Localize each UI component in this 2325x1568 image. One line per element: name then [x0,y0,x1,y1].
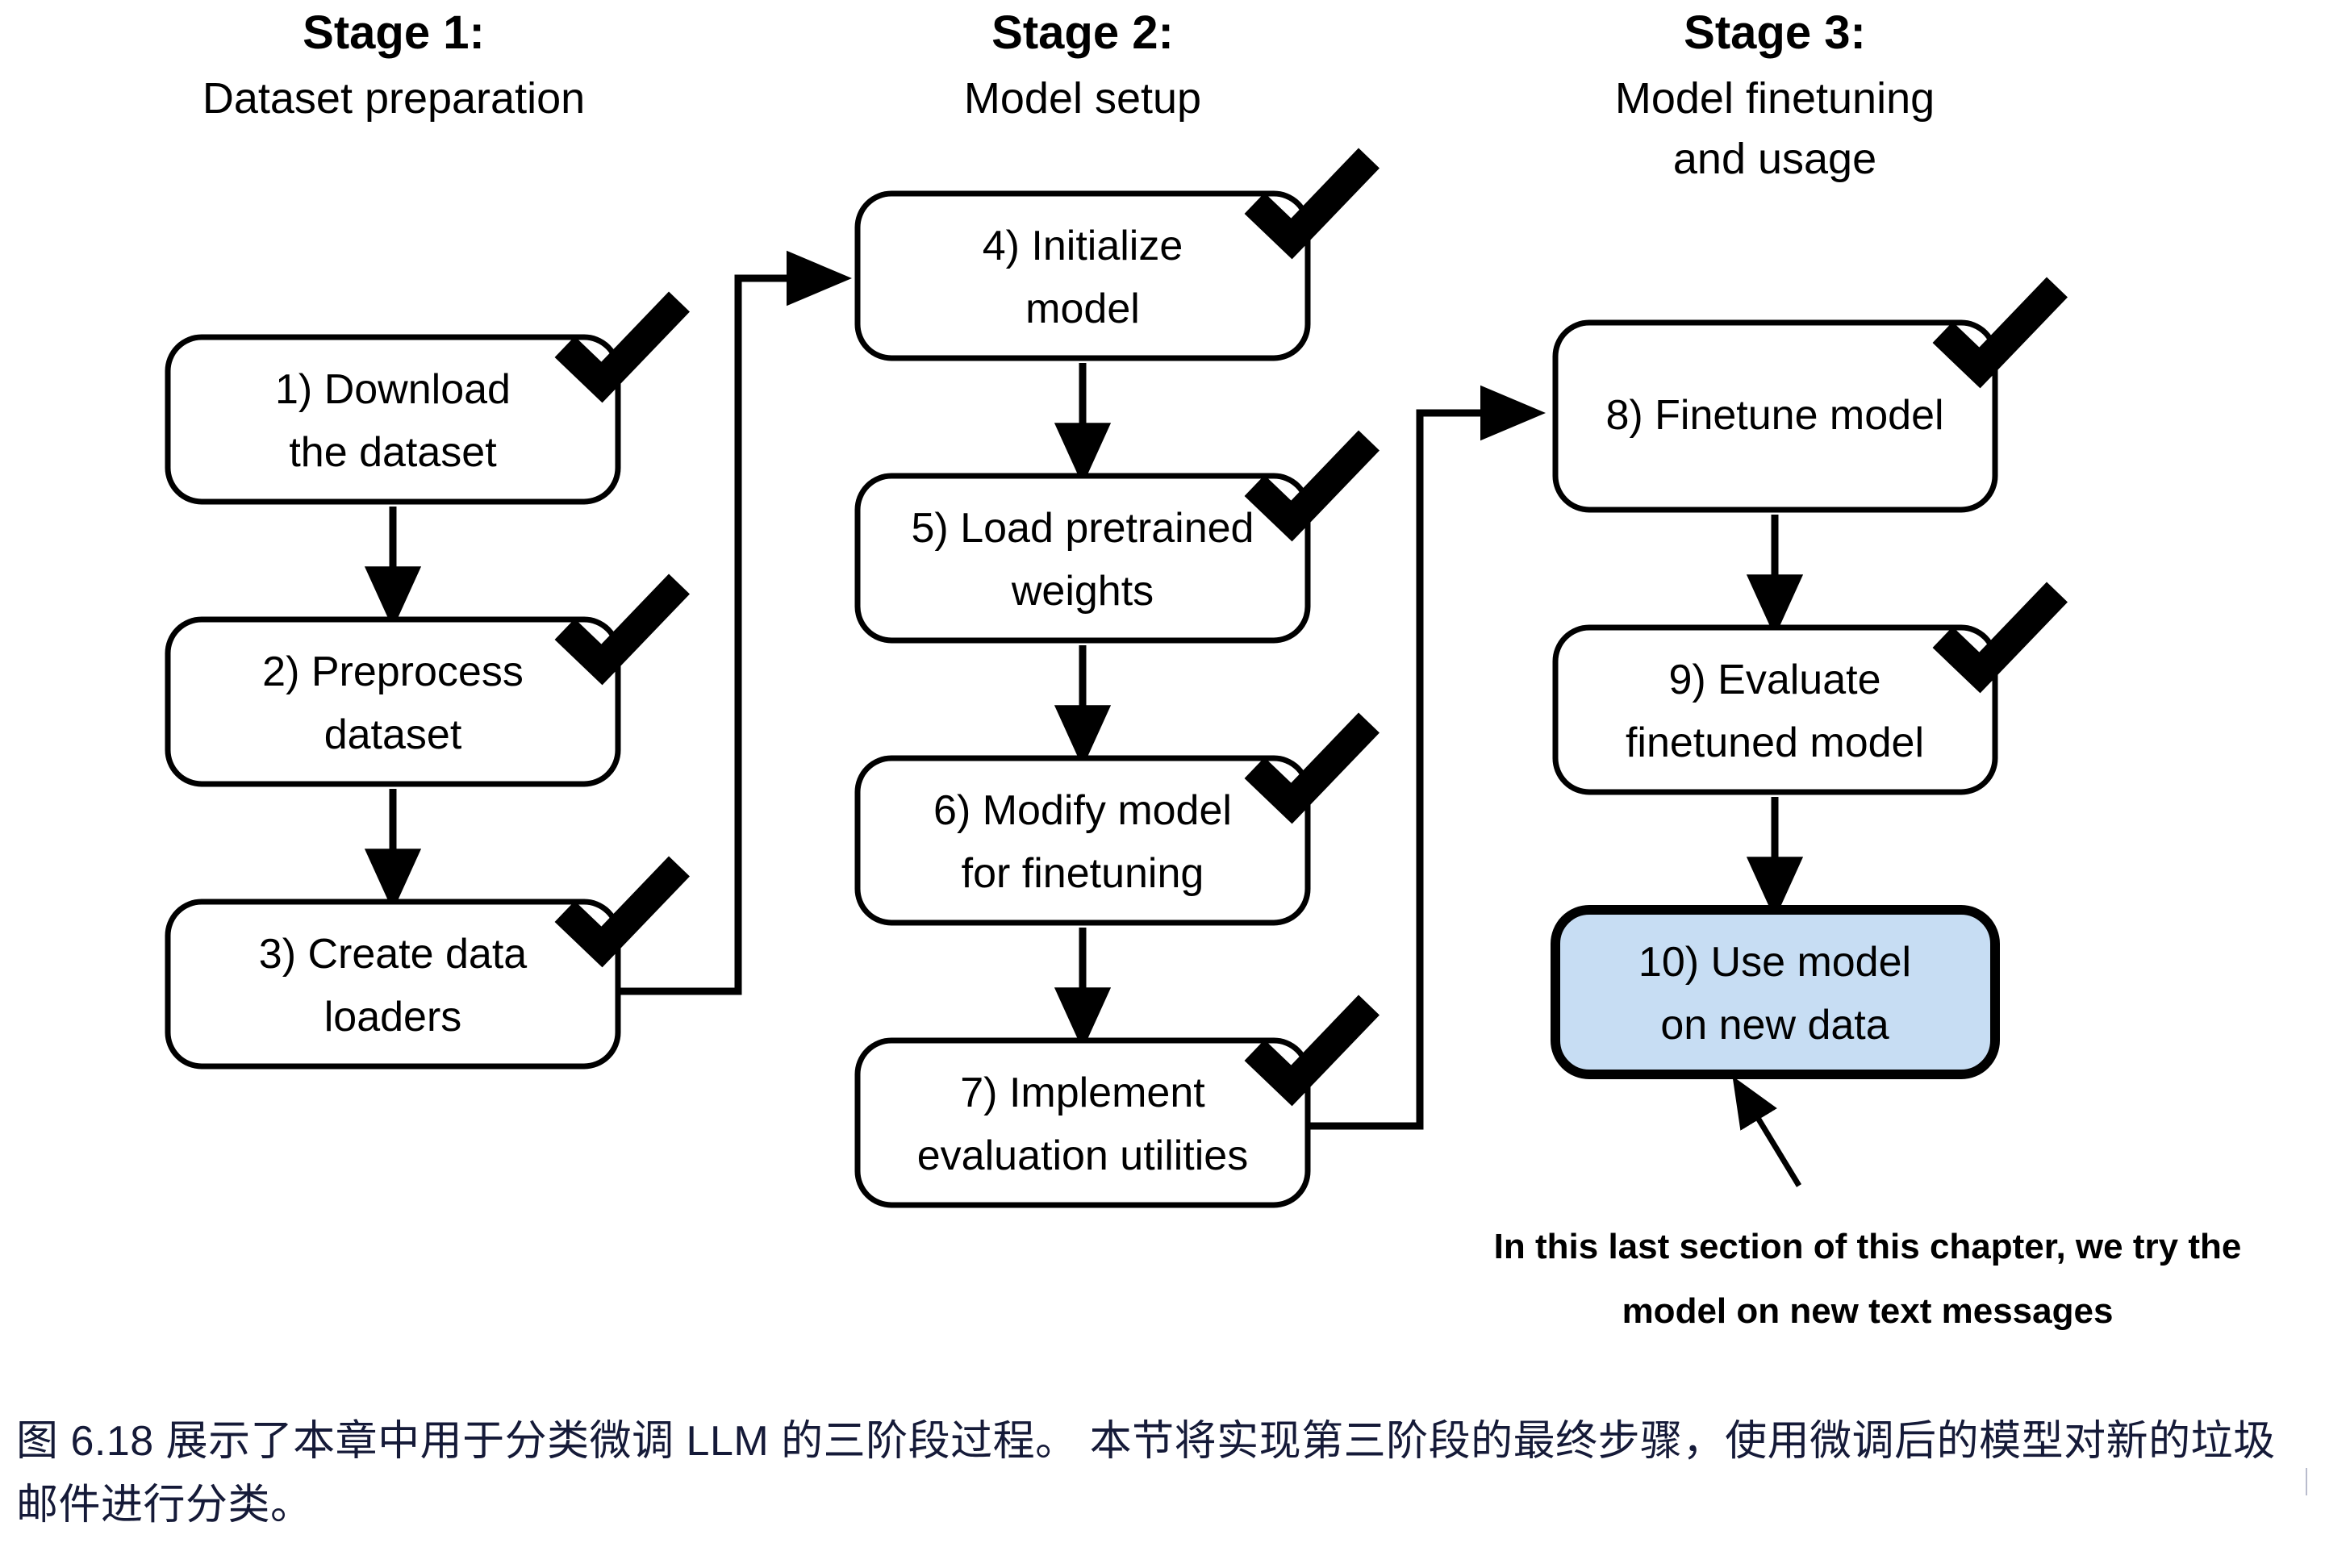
step-8-node[interactable]: 8) Finetune model [1552,277,2068,513]
step-9-label-line-1: 9) Evaluate [1668,657,1880,703]
step-5-box[interactable] [854,473,1311,644]
checkmark-icon [554,573,690,686]
checkmark-icon [554,291,690,403]
stage-2-header: Stage 2: Model setup [964,6,1201,123]
step-7-node[interactable]: 7) Implement evaluation utilities [854,995,1380,1208]
step-6-node[interactable]: 6) Modify model for finetuning [854,712,1380,926]
step-4-node[interactable]: 4) Initialize model [854,148,1380,361]
checkmark-icon [1932,582,2068,694]
annotation-line-1: In this last section of this chapter, we… [1494,1227,2242,1266]
step-3-label-line-2: loaders [324,994,462,1040]
annotation-arrow-icon [1732,1076,1801,1187]
step-10-label-line-1: 10) Use model [1638,939,1911,986]
step-10-box[interactable] [1551,905,2000,1079]
step-1-box[interactable] [165,334,621,505]
step-1-label-line-1: 1) Download [275,366,511,413]
checkmark-icon [554,856,690,968]
step-5-node[interactable]: 5) Load pretrained weights [854,430,1380,644]
page-edge-tick [2306,1468,2307,1495]
checkmark-icon [1244,712,1380,824]
step-9-box[interactable] [1552,624,1998,795]
step-3-node[interactable]: 3) Create data loaders [165,856,690,1070]
step-4-box[interactable] [854,190,1311,361]
step-2-label-line-2: dataset [324,711,462,758]
step-3-box[interactable] [165,899,621,1070]
connector-stage1-to-stage2 [618,250,852,995]
step-6-label-line-1: 6) Modify model [933,787,1232,834]
checkmark-icon [1244,148,1380,260]
step-1-node[interactable]: 1) Download the dataset [165,291,690,505]
stage-2-subtitle-line-1: Model setup [964,74,1201,123]
step-4-label-line-2: model [1025,286,1140,332]
stage-3-subtitle-line-1: Model finetuning [1615,74,1935,123]
annotation-line-2: model on new text messages [1622,1291,2114,1331]
step-10-node[interactable]: 10) Use model on new data [1551,905,2000,1079]
step-6-box[interactable] [854,755,1311,926]
connector-stage2-to-stage3 [1308,385,1546,1130]
step-5-label-line-1: 5) Load pretrained [912,505,1254,552]
step-7-box[interactable] [854,1037,1311,1208]
checkmark-icon [1244,995,1380,1107]
step-1-label-line-2: the dataset [289,429,497,476]
step-8-box[interactable] [1552,319,1998,513]
step-7-label-line-1: 7) Implement [960,1070,1205,1116]
step-3-label-line-1: 3) Create data [259,931,527,978]
three-stage-finetuning-flowchart: Stage 1: Dataset preparation Stage 2: Mo… [165,6,2242,1331]
checkmark-icon [1244,430,1380,542]
stage-2-title: Stage 2: [991,6,1174,59]
stage-1-title: Stage 1: [303,6,485,59]
step-5-label-line-2: weights [1011,568,1154,615]
checkmark-icon [1932,277,2068,389]
step-4-label-line-1: 4) Initialize [983,223,1183,269]
step-10-label-line-2: on new data [1660,1002,1889,1049]
annotation-note: In this last section of this chapter, we… [1494,1227,2242,1331]
stage-3-header: Stage 3: Model finetuning and usage [1615,6,1935,183]
step-2-box[interactable] [165,616,621,787]
stage-3-subtitle-line-2: and usage [1673,135,1876,183]
step-8-label-line-1: 8) Finetune model [1605,392,1943,439]
step-9-label-line-2: finetuned model [1626,719,1924,766]
figure-caption: 图 6.18 展示了本章中用于分类微调 LLM 的三阶段过程。 本节将实现第三阶… [16,1418,2276,1529]
step-9-node[interactable]: 9) Evaluate finetuned model [1552,582,2068,795]
step-6-label-line-2: for finetuning [962,850,1204,897]
stage-1-subtitle-line-1: Dataset preparation [202,74,585,123]
step-2-node[interactable]: 2) Preprocess dataset [165,573,690,787]
stage-1-header: Stage 1: Dataset preparation [202,6,585,123]
step-7-label-line-2: evaluation utilities [917,1132,1248,1179]
step-2-label-line-1: 2) Preprocess [262,648,524,695]
stage-3-title: Stage 3: [1684,6,1866,59]
